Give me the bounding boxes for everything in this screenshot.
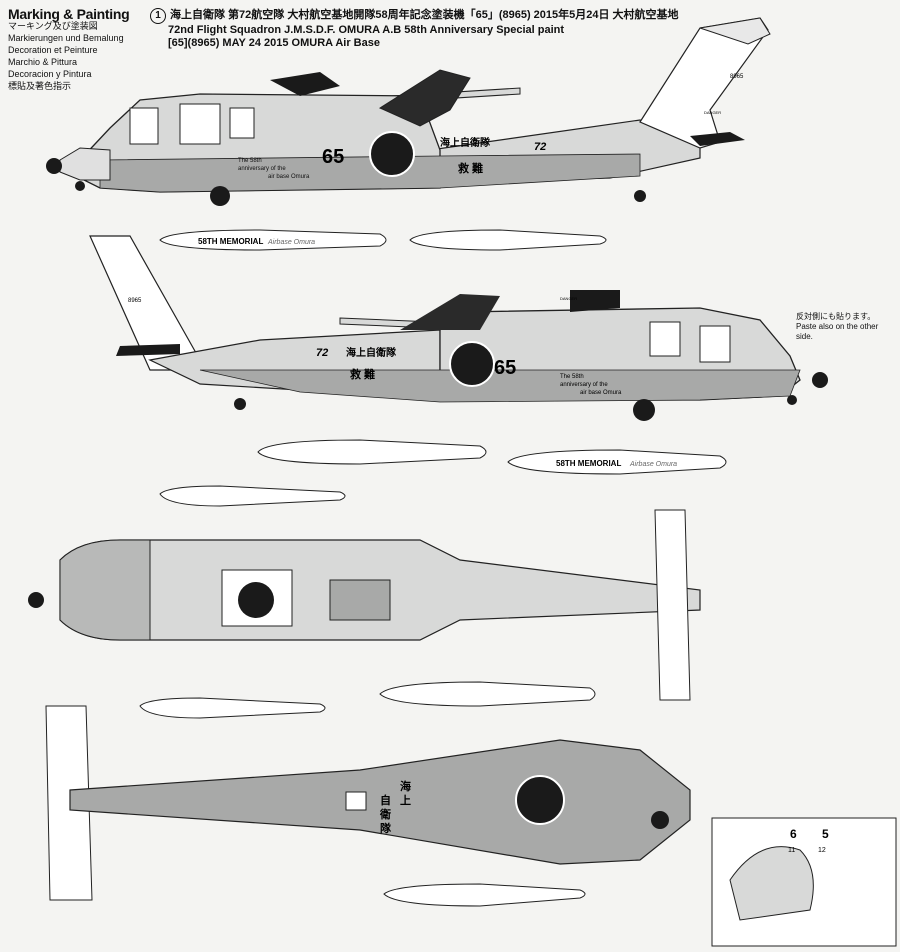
stabilizer-right (116, 344, 180, 356)
nose-wheel-right (787, 395, 797, 405)
engine-pod-right (570, 290, 620, 312)
external-tank-top (378, 69, 471, 127)
subtitle-ja: マーキング及び塗装図 (8, 21, 98, 31)
top-tank-2 (139, 697, 326, 719)
inset-cockpit (729, 846, 814, 921)
tail-wheel (634, 190, 646, 202)
anniv-line1: The 58th (238, 158, 262, 164)
plain-tank-2 (257, 439, 487, 465)
hinomaru-disc-right (449, 341, 495, 387)
subtitle-es: Decoracion y Pintura (8, 69, 92, 79)
top-cockpit (59, 539, 151, 641)
tank-row-2: 58TH MEMORIAL Airbase Omura (257, 439, 727, 475)
lower-band-right (199, 369, 801, 403)
anniv-right-1: The 58th (560, 374, 584, 380)
plain-tank-1 (409, 229, 607, 251)
memorial-text-2: 58TH MEMORIAL (556, 459, 621, 468)
cabin-window-right (649, 321, 681, 357)
right-side-view: 65 海上自衛隊 救 難 72 The 58th anniversary of … (89, 235, 828, 421)
anniv-right-2: anniversary of the (560, 382, 608, 388)
memorial-tank-right (507, 449, 727, 475)
inset-label-5: 5 (822, 827, 829, 841)
scheme-number-badge: 1 (150, 8, 166, 24)
scheme-line-ja: 海上自衛隊 第72航空隊 大村航空基地開隊58周年記念塗装機「65」(8965)… (170, 9, 679, 21)
tail-wheel-right (234, 398, 246, 410)
bottom-tank-1 (379, 681, 596, 707)
top-disc (238, 582, 274, 618)
side-number-text: 65 (322, 146, 344, 168)
bottom-view: 海 上 自 衛 隊 (45, 681, 691, 907)
engine-pod-left (270, 72, 340, 96)
memorial-tank-left (159, 229, 387, 251)
inset-label-6: 6 (790, 827, 797, 841)
memorial-sub-2: Airbase Omura (629, 461, 677, 468)
nose-sensor-right (812, 372, 828, 388)
tail-serial-right: 8965 (128, 298, 142, 304)
kanji-name-text: 海上自衛隊 (440, 136, 491, 149)
bottom-kanji-3: 自 (380, 793, 391, 807)
top-nose-sensor (28, 592, 44, 608)
scheme-description: 1 海上自衛隊 第72航空隊 大村航空基地開隊58周年記念塗装機「65」(8965… (150, 8, 710, 50)
side-number-right: 65 (494, 357, 516, 379)
stabilizer (690, 132, 745, 146)
marking-title: Marking & Painting (8, 6, 130, 22)
anniv-right-3: air base Omura (580, 390, 622, 396)
lower-band (99, 153, 641, 193)
subtitle-zh: 標貼及著色指示 (8, 81, 72, 91)
subtitle-it: Marchio & Pittura (8, 57, 78, 67)
subtitle-fr: Decoration et Peinture (8, 45, 98, 55)
bottom-kanji-5: 隊 (380, 821, 392, 835)
cabin-window (179, 103, 221, 145)
inset-circle-11: 11 (788, 847, 795, 854)
hinomaru-disc (369, 131, 415, 177)
nose-cone (59, 147, 111, 181)
bottom-disc (515, 775, 565, 825)
tail-number-right: 72 (316, 347, 328, 359)
nose-sensor (46, 158, 62, 174)
cockpit-window-right (699, 325, 731, 363)
bottom-panel (345, 791, 367, 811)
top-view (28, 485, 701, 719)
detail-inset: 6 5 11 12 (711, 817, 897, 947)
danger-label-right: DANGER (560, 296, 577, 301)
external-tank-right-top (400, 294, 500, 330)
header-languages: Marking & Painting マーキング及び塗装図 Markierung… (8, 6, 158, 92)
bottom-stabilizer (45, 705, 93, 901)
tail-serial-text: 8965 (730, 74, 744, 80)
inset-circle-12: 12 (818, 847, 826, 854)
bottom-kanji-4: 衛 (379, 807, 391, 821)
bottom-kanji-2: 上 (400, 793, 411, 807)
anniv-line3: air base Omura (268, 174, 310, 180)
bottom-tank-2 (383, 883, 586, 907)
anniv-line2: anniversary of the (238, 166, 286, 172)
cockpit-window (129, 107, 159, 145)
top-tank-1 (159, 485, 346, 507)
cabin-window-2 (229, 107, 255, 139)
tail-rotor-tip (699, 17, 771, 45)
tail-number-text: 72 (534, 141, 546, 153)
bottom-fuselage (69, 739, 691, 865)
top-engine-deck (329, 579, 391, 621)
kanji-rescue-text: 救 難 (458, 161, 483, 175)
top-stabilizer (654, 509, 691, 701)
scheme-line-date: [65](8965) MAY 24 2015 OMURA Air Base (168, 37, 380, 49)
kanji-name-right: 海上自衛隊 (346, 346, 397, 359)
left-side-view: 65 海上自衛隊 救 難 72 The 58th anniversary of … (46, 17, 771, 206)
kanji-rescue-right: 救 難 (350, 367, 375, 381)
bottom-kanji-1: 海 (400, 779, 411, 793)
main-wheel-right (633, 399, 655, 421)
danger-label: DANGER (704, 110, 721, 115)
main-wheel (210, 186, 230, 206)
subtitle-de: Markierungen und Bemalung (8, 33, 124, 43)
bottom-nose-sensor (651, 811, 669, 829)
paste-note-en: Paste also on the other side. (796, 322, 879, 341)
scheme-line-en: 72nd Flight Squadron J.M.S.D.F. OMURA A.… (168, 24, 565, 36)
paste-note: 反対側にも貼ります。 Paste also on the other side. (796, 312, 896, 342)
nose-wheel (75, 181, 85, 191)
paste-note-ja: 反対側にも貼ります。 (796, 312, 876, 321)
memorial-sub-1: Airbase Omura (267, 239, 315, 246)
memorial-text-1: 58TH MEMORIAL (198, 237, 263, 246)
tank-row-1: 58TH MEMORIAL Airbase Omura (159, 229, 607, 251)
